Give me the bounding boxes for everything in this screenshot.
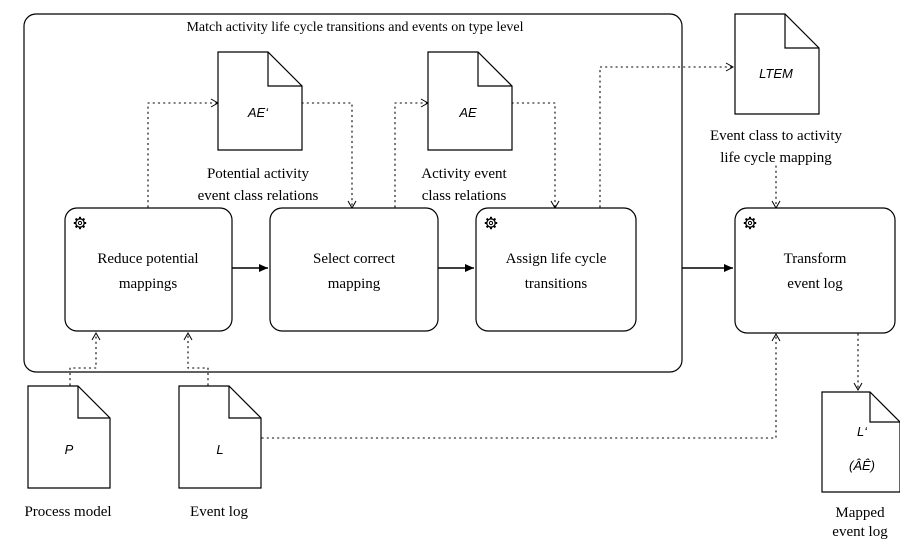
- task-label-line1: Reduce potential: [97, 251, 198, 267]
- task-label-line1: Transform: [784, 251, 847, 267]
- select-to-ae-connector: [394, 98, 430, 208]
- task-label-line2: mappings: [119, 276, 177, 292]
- task-label-line1: Select correct: [313, 251, 396, 267]
- task-label-line2: transitions: [525, 276, 588, 292]
- document-label: AE: [458, 105, 477, 120]
- document-ltem[interactable]: LTEM: [734, 13, 820, 115]
- task-reduce-potential-mappings[interactable]: Reduce potential mappings: [64, 207, 233, 332]
- document-label: LTEM: [759, 66, 793, 81]
- document-mapped-event-log[interactable]: L‘ (ÂÊ): [821, 391, 900, 493]
- document-label: L‘: [857, 424, 868, 439]
- document-caption-line1: Potential activity: [207, 166, 310, 182]
- container-title: Match activity life cycle transitions an…: [186, 20, 523, 35]
- ae-to-assign-connector: [511, 102, 560, 210]
- document-caption-line1: Mapped: [835, 505, 885, 521]
- aeprime-to-select-connector: [301, 102, 357, 210]
- document-caption-line1: Activity event: [421, 166, 507, 182]
- document-caption-line1: Event class to activity: [710, 128, 843, 144]
- document-event-log[interactable]: L: [178, 385, 262, 489]
- document-caption: Event log: [190, 504, 248, 520]
- l-to-transform-connector: [261, 332, 781, 439]
- document-ae-prime[interactable]: AE‘: [217, 51, 303, 151]
- document-label: L: [216, 442, 223, 457]
- document-caption: Process model: [24, 504, 111, 520]
- assign-to-ltem-connector: [599, 62, 735, 208]
- task-label-line2: event log: [787, 276, 843, 292]
- reduce-to-aeprime-connector: [147, 98, 220, 208]
- document-caption-line2: event log: [832, 524, 888, 540]
- task-label-line1: Assign life cycle: [506, 251, 607, 267]
- dotted-connectors: [69, 62, 863, 439]
- document-caption-line2: event class relations: [198, 188, 319, 204]
- task-transform-event-log[interactable]: Transform event log: [734, 207, 896, 334]
- document-caption-line2: life cycle mapping: [720, 150, 832, 166]
- document-process-model[interactable]: P: [27, 385, 111, 489]
- l-to-reduce-connector: [183, 331, 209, 386]
- task-select-correct-mapping[interactable]: Select correct mapping: [269, 207, 439, 332]
- document-label-secondary: (ÂÊ): [849, 458, 875, 473]
- task-label-line2: mapping: [328, 276, 381, 292]
- document-ae[interactable]: AE: [427, 51, 513, 151]
- document-caption-line2: class relations: [422, 188, 507, 204]
- task-assign-life-cycle-transitions[interactable]: Assign life cycle transitions: [475, 207, 637, 332]
- document-label: P: [65, 442, 74, 457]
- document-label: AE‘: [247, 105, 269, 120]
